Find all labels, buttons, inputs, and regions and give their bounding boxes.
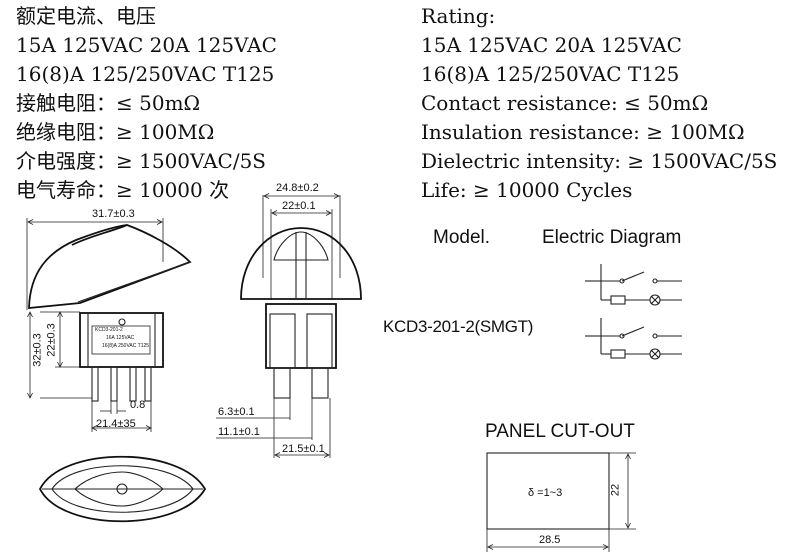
front-view — [216, 193, 362, 458]
dim-cutout-height: 22 — [609, 483, 622, 497]
spec-cn-rating-2: 16(8)A 125/250VAC T125 — [16, 62, 275, 86]
spec-cn-dielectric: 介电强度：≥ 1500VAC/5S — [16, 149, 267, 173]
spec-cn-insulation: 绝缘电阻：≥ 100MΩ — [16, 120, 215, 144]
dim-front-top: 24.8±0.2 — [276, 182, 319, 194]
model-number: KCD3-201-2(SMGT) — [383, 317, 534, 336]
spec-en-dielectric: Dielectric intensity: ≥ 1500VAC/5S — [421, 149, 778, 173]
side-view — [26, 218, 192, 432]
spec-cn-rating: 额定电流、电压 — [16, 4, 156, 28]
spec-en-rating-2: 16(8)A 125/250VAC T125 — [421, 62, 680, 86]
dim-front-d1: 6.3±0.1 — [218, 406, 255, 418]
spec-en-rating-1: 15A 125VAC 20A 125VAC — [421, 33, 682, 57]
spec-en-contact: Contact resistance: ≤ 50mΩ — [421, 91, 709, 115]
top-view — [38, 455, 207, 523]
dim-front-bottom: 21.5±0.1 — [282, 443, 325, 455]
dim-cutout-width: 28.5 — [539, 534, 561, 546]
dim-terminal-span: 21.4±35 — [96, 418, 136, 430]
electric-diagram — [585, 264, 682, 360]
dim-side-width: 31.7±0.3 — [92, 208, 135, 220]
body-mark-3: 16(8)A 250VAC T125 — [102, 343, 150, 349]
dim-front-d2: 11.1±0.1 — [218, 426, 260, 438]
dim-terminal-gap: 0.8 — [130, 399, 146, 411]
model-header: Model. — [433, 227, 491, 248]
body-mark-2: 16A 125VAC — [106, 335, 135, 341]
panel-cutout-header: PANEL CUT-OUT — [485, 421, 635, 442]
spec-cn-contact: 接触电阻：≤ 50mΩ — [16, 91, 201, 115]
spec-cn-rating-1: 15A 125VAC 20A 125VAC — [16, 33, 277, 57]
dim-side-height-inner: 22±0.3 — [45, 323, 58, 357]
dim-front-inner: 22±0.1 — [282, 200, 316, 212]
spec-en-rating: Rating: — [421, 4, 496, 28]
spec-en-life: Life: ≥ 10000 Cycles — [421, 178, 633, 202]
panel-cutout — [486, 452, 636, 552]
dim-side-height-outer: 32±0.3 — [31, 333, 44, 367]
body-mark-1: KCD3-201-2 — [95, 327, 123, 333]
electric-diagram-header: Electric Diagram — [542, 227, 682, 248]
spec-cn-life: 电气寿命：≥ 10000 次 — [16, 178, 230, 202]
dim-cutout-thickness: δ =1~3 — [528, 487, 563, 499]
spec-en-insulation: Insulation resistance: ≥ 100MΩ — [421, 120, 745, 144]
